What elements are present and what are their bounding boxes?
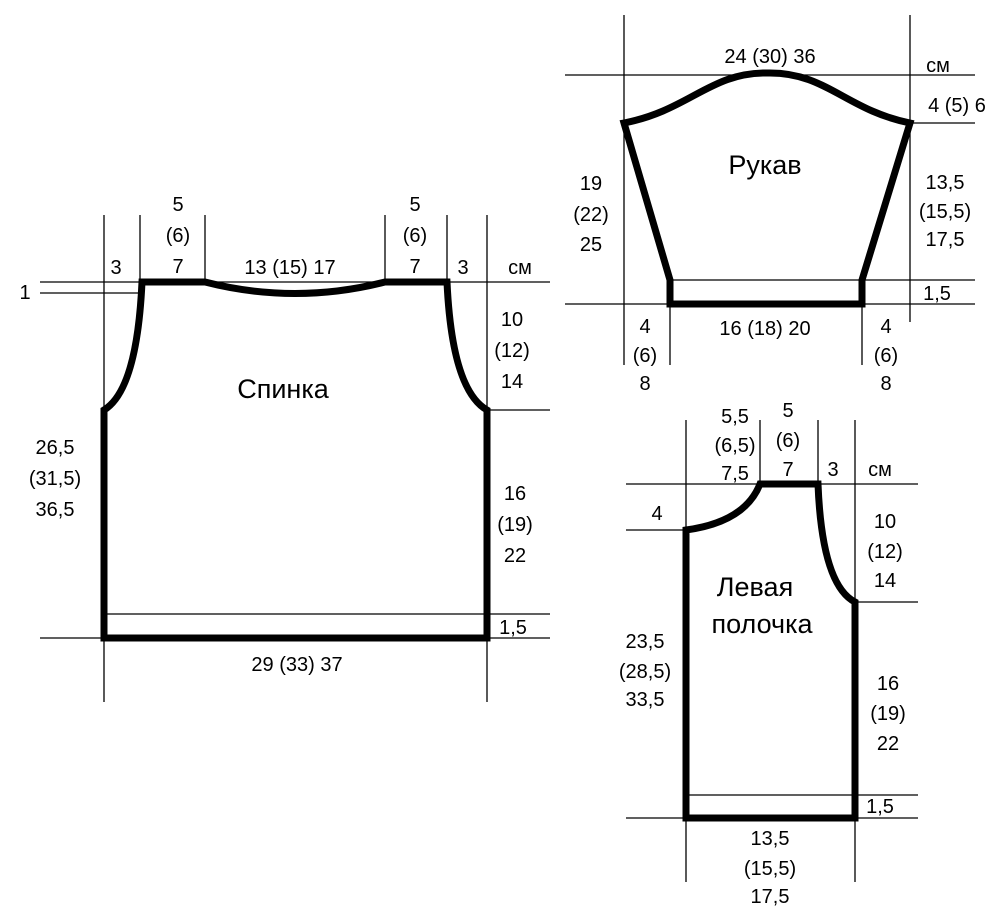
sleeve-left-height: 25 [580, 234, 602, 256]
sleeve-top-width: 24 (30) 36 [724, 46, 815, 68]
front-shoulder-width: 5 [782, 400, 793, 422]
back-neck-side-right: 7 [409, 256, 420, 278]
front-height: (28,5) [619, 661, 671, 683]
back-armhole-height: 10 [501, 309, 523, 331]
back-armhole-height: (12) [494, 340, 530, 362]
sleeve-cap-height: 4 (5) 6 [928, 95, 986, 117]
back-guide-lines [40, 215, 550, 702]
front-neck-depth: 4 [651, 503, 662, 525]
front-width: 17,5 [751, 886, 790, 908]
back-neck-side-right: 5 [409, 194, 420, 216]
sleeve-right-height: 17,5 [926, 229, 965, 251]
back-unit: см [508, 257, 532, 279]
sleeve-cuff-width: 16 (18) 20 [719, 318, 810, 340]
back-neck-side-left: 5 [172, 194, 183, 216]
back-neck-width: 13 (15) 17 [244, 257, 335, 279]
back-shoulder-right: 3 [457, 257, 468, 279]
back-outline [100, 278, 491, 642]
sleeve-cuff-right: 4 [880, 316, 891, 338]
front-armhole-height: (12) [867, 541, 903, 563]
sleeve-hem: 1,5 [923, 283, 951, 305]
front-height: 23,5 [626, 631, 665, 653]
back-side-height: 22 [504, 545, 526, 567]
front-armhole-offset: 3 [827, 459, 838, 481]
sleeve-outline [619, 69, 915, 308]
front-armhole-height: 10 [874, 511, 896, 533]
front-side-height: 16 [877, 673, 899, 695]
front-armhole-height: 14 [874, 570, 896, 592]
sleeve-guide-lines [565, 15, 975, 365]
front-shoulder-width: (6) [776, 430, 800, 452]
sleeve-cuff-left: 8 [639, 373, 650, 395]
sleeve-title: Рукав [728, 150, 801, 180]
front-width: 13,5 [751, 828, 790, 850]
back-neck-side-left: (6) [166, 225, 190, 247]
sleeve-right-height: 13,5 [926, 172, 965, 194]
front-hem: 1,5 [866, 796, 894, 818]
back-shoulder-left: 3 [110, 257, 121, 279]
back-width: 29 (33) 37 [251, 654, 342, 676]
sleeve-cuff-right: 8 [880, 373, 891, 395]
back-hem: 1,5 [499, 617, 527, 639]
back-neck-side-right: (6) [403, 225, 427, 247]
back-neck-side-left: 7 [172, 256, 183, 278]
back-piece: 3 5 (6) 7 13 (15) 17 5 (6) 7 3 см 1 10 (… [19, 194, 550, 702]
left-front-piece: 5,5 (6,5) 7,5 5 (6) 7 3 см 4 10 (12) 14 … [619, 400, 918, 908]
sleeve-unit: см [926, 55, 950, 77]
sleeve-cuff-left: 4 [639, 316, 650, 338]
front-unit: см [868, 459, 892, 481]
front-shoulder-width: 7 [782, 459, 793, 481]
front-height: 33,5 [626, 689, 665, 711]
front-side-height: (19) [870, 703, 906, 725]
sleeve-cuff-left: (6) [633, 345, 657, 367]
sleeve-piece: 24 (30) 36 см 4 (5) 6 Рукав 19 (22) 25 1… [565, 15, 986, 395]
sleeve-left-height: 19 [580, 173, 602, 195]
sleeve-cuff-right: (6) [874, 345, 898, 367]
sleeve-right-height: (15,5) [919, 201, 971, 223]
back-side-height: 16 [504, 483, 526, 505]
front-title-line1: Левая [717, 572, 793, 602]
front-title-line2: полочка [711, 609, 813, 639]
front-outline [682, 480, 859, 822]
front-side-height: 22 [877, 733, 899, 755]
sleeve-left-height: (22) [573, 204, 609, 226]
front-neck-width: 7,5 [721, 463, 749, 485]
back-side-height: (19) [497, 514, 533, 536]
back-armhole-height: 14 [501, 371, 523, 393]
back-total-side: 36,5 [36, 499, 75, 521]
back-total-side: 26,5 [36, 437, 75, 459]
front-width: (15,5) [744, 858, 796, 880]
front-neck-width: 5,5 [721, 406, 749, 428]
back-title: Спинка [237, 374, 330, 404]
back-neck-depth: 1 [19, 282, 30, 304]
front-neck-width: (6,5) [714, 435, 755, 457]
back-total-side: (31,5) [29, 468, 81, 490]
